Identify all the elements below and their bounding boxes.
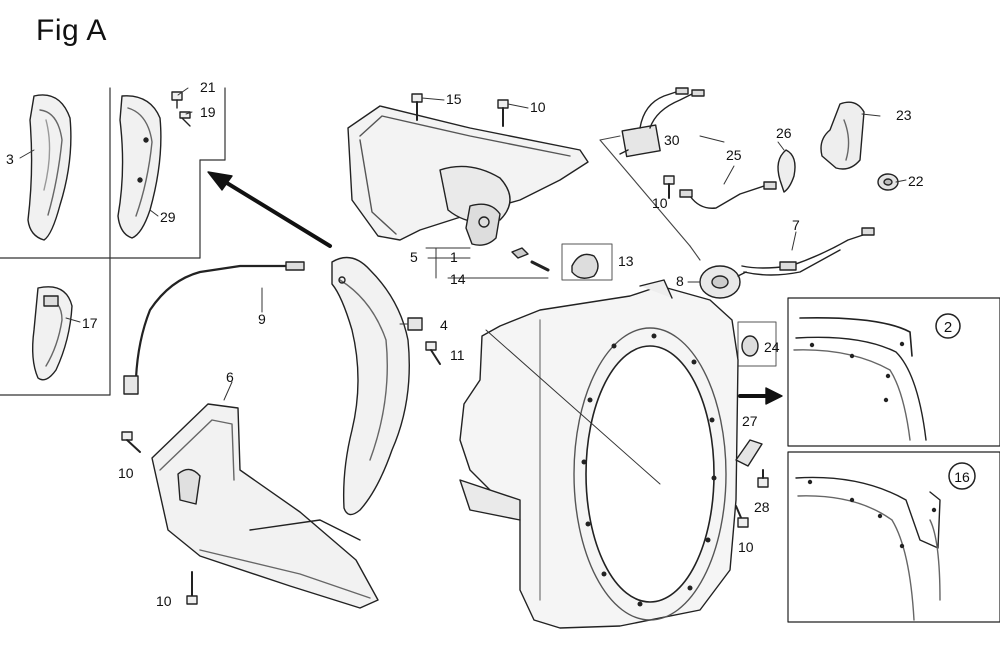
part-6-lower-cover: [151, 403, 379, 609]
callout-26: 26: [776, 125, 792, 141]
shroud-holes: [581, 333, 717, 607]
callout-30: 30: [664, 132, 680, 148]
callout-24: 24: [764, 339, 780, 355]
detail-view-top: [787, 297, 1000, 447]
callout-25: 25: [726, 147, 742, 163]
callout-11: 11: [450, 347, 465, 363]
callout-5: 5: [410, 249, 418, 265]
inset-frames: [0, 87, 226, 396]
part-26-clip: [777, 149, 796, 193]
callout-29: 29: [160, 209, 176, 225]
callout-14: 14: [450, 271, 466, 287]
callout-10: 10: [118, 465, 134, 481]
part-17-baffle: [31, 286, 73, 381]
part-8-sensor: [699, 265, 747, 299]
svg-text:16: 16: [954, 469, 970, 485]
part-27-plate: [735, 439, 763, 467]
electrical-group-frame: [599, 135, 701, 261]
callout-10: 10: [530, 99, 546, 115]
fan-shroud: [459, 279, 739, 629]
callout-15: 15: [446, 91, 462, 107]
part-7-harness: [741, 227, 875, 276]
detail-pointer-arrow: [738, 387, 783, 405]
part-24-grommet: [737, 321, 777, 367]
air-guide-plate: [331, 256, 410, 516]
part-4-nut: [407, 317, 423, 331]
callout-6: 6: [226, 369, 234, 385]
callout-8: 8: [676, 273, 684, 289]
part-13-clamp: [561, 243, 613, 281]
callout-4: 4: [440, 317, 448, 333]
callout-27: 27: [742, 413, 758, 429]
part-19-21-bolts: [171, 91, 191, 127]
callout-3: 3: [6, 151, 14, 167]
callout-21: 21: [200, 79, 216, 95]
part-23-bracket: [820, 101, 865, 170]
part-9-cable: [123, 261, 305, 395]
detail-view-bottom: [787, 451, 1000, 623]
leader-lines: [19, 87, 907, 485]
part-22-grommet: [877, 173, 899, 191]
bolt-10-top: [497, 99, 509, 127]
callout-1: 1: [450, 249, 458, 265]
bolt-10-electrical: [663, 175, 675, 199]
callout-labels: 3 21 19 29 17 15 10 5 1 14 13 30 10 25 2…: [6, 79, 924, 609]
figure-title: Fig A: [36, 14, 107, 47]
callout-10: 10: [652, 195, 668, 211]
inset-pointer-arrow: [207, 171, 332, 248]
bolt-10-left: [121, 431, 141, 453]
part-25-wire: [679, 181, 777, 209]
upper-bracket-assembly: [347, 105, 589, 272]
callout-10: 10: [156, 593, 172, 609]
callout-10: 10: [738, 539, 754, 555]
callout-19: 19: [200, 104, 216, 120]
detail-badge-2: 2: [935, 313, 961, 339]
callout-7: 7: [792, 217, 800, 233]
svg-text:2: 2: [944, 319, 952, 336]
callout-17: 17: [82, 315, 98, 331]
callout-9: 9: [258, 311, 266, 327]
callout-28: 28: [754, 499, 770, 515]
detail-badge-16: 16: [948, 462, 976, 490]
callout-22: 22: [908, 173, 924, 189]
bolt-11: [425, 341, 441, 365]
bolt-10-bottom: [186, 571, 198, 605]
part-3-baffle: [27, 94, 72, 241]
part-28-bolt: [757, 469, 769, 488]
callout-23: 23: [896, 107, 912, 123]
bolt-10-shroud: [735, 505, 749, 528]
part-30-module: [619, 87, 705, 158]
callout-13: 13: [618, 253, 634, 269]
part-29-baffle: [117, 95, 162, 239]
